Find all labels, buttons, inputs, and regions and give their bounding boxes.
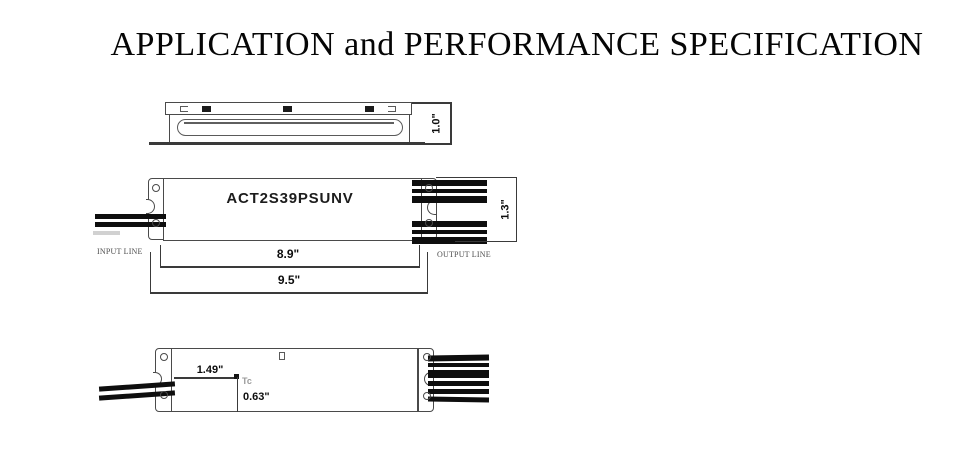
- output-wire: [428, 363, 489, 367]
- dim-line-vertical: [450, 102, 452, 145]
- dim-line-vertical: [515, 177, 518, 242]
- dim-extension-line: [424, 143, 452, 145]
- mounting-hole-icon: [425, 219, 433, 227]
- output-wire: [412, 196, 487, 203]
- output-wire: [428, 370, 489, 378]
- output-wire: [412, 180, 487, 186]
- dim-extension-line: [412, 102, 452, 104]
- mounting-hole-icon: [160, 353, 168, 361]
- tc-y-dimension: 0.63": [243, 391, 270, 403]
- model-number-label: ACT2S39PSUNV: [226, 190, 354, 207]
- page-title: APPLICATION and PERFORMANCE SPECIFICATIO…: [110, 26, 924, 63]
- driver-body: [171, 348, 418, 412]
- output-wire: [412, 237, 487, 244]
- input-line-label: INPUT LINE: [97, 247, 143, 256]
- input-wire: [95, 222, 166, 227]
- mounting-hole-icon: [423, 353, 431, 361]
- rail-screw-icon: [202, 106, 211, 112]
- side-view-slot-shadow: [184, 121, 394, 124]
- rail-screw-icon: [365, 106, 374, 112]
- rail-slot-icon: [388, 106, 396, 112]
- inner-length-dimension: 8.9": [276, 247, 300, 261]
- dim-extension-line: [436, 177, 517, 179]
- mounting-hole-icon: [160, 391, 168, 399]
- dim-line-horizontal: [174, 377, 238, 379]
- plan-height-dimension: 1.3": [499, 199, 512, 220]
- output-line-label: OUTPUT LINE: [437, 250, 491, 259]
- mounting-hole-icon: [425, 184, 433, 192]
- input-wire: [95, 214, 166, 219]
- dim-extension-line: [150, 252, 152, 293]
- dim-line-vertical: [236, 377, 239, 412]
- output-wire: [428, 389, 489, 394]
- side-height-dimension: 1.0": [430, 113, 443, 134]
- dim-line-horizontal: [160, 266, 420, 268]
- dim-extension-line: [160, 245, 162, 268]
- side-view-baseline: [149, 142, 425, 145]
- dim-line-horizontal: [150, 292, 428, 294]
- output-wire: [428, 381, 489, 386]
- input-wire-shadow: [93, 231, 120, 235]
- output-wire: [427, 354, 490, 362]
- driver-body: [163, 178, 422, 241]
- output-wire: [412, 189, 487, 193]
- rail-slot-icon: [180, 106, 188, 112]
- output-wire: [427, 396, 490, 403]
- output-wire: [412, 230, 487, 234]
- mounting-hole-icon: [152, 219, 160, 227]
- tc-x-dimension: 1.49": [196, 364, 224, 376]
- output-wire: [412, 221, 487, 227]
- dim-extension-line: [419, 245, 421, 268]
- rail-screw-icon: [283, 106, 292, 112]
- tc-point-label: Tc: [242, 376, 252, 386]
- case-feature-icon: [279, 352, 285, 360]
- mounting-hole-icon: [152, 184, 160, 192]
- overall-length-dimension: 9.5": [277, 273, 301, 287]
- dim-extension-line: [427, 252, 429, 293]
- dim-extension-line: [455, 241, 517, 243]
- mounting-hole-icon: [423, 392, 431, 400]
- tc-point-marker: [234, 374, 239, 379]
